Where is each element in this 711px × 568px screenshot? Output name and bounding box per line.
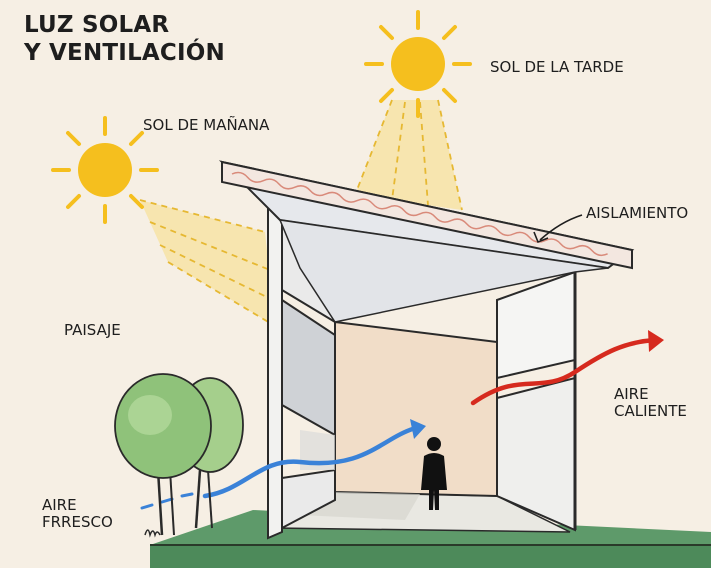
title-line-1: LUZ SOLAR [24, 12, 170, 38]
morning-sun-label: SOL DE MAÑANA [143, 116, 270, 134]
fresh-air-label-line-2: FRRESCO [42, 513, 113, 532]
afternoon-sun-rays [354, 99, 463, 211]
insulation-pointer-head [533, 231, 549, 244]
insulation-pointer [539, 214, 583, 241]
cool-air-arrow [140, 419, 426, 510]
warm-air-label-line-2: CALIENTE [614, 402, 687, 421]
warm-air-label-line-1: AIRE [614, 385, 649, 403]
title-line-2: Y VENTILACIÓN [24, 39, 225, 66]
warm-air-label: AIRE CALIENTE [614, 385, 687, 421]
tree-icon [114, 373, 244, 538]
page-title: LUZ SOLAR Y VENTILACIÓN [24, 12, 225, 67]
person-icon [421, 437, 447, 510]
fresh-air-label: AIRE FRRESCO [42, 496, 113, 532]
warm-air-arrow [470, 330, 664, 406]
morning-sun-icon [51, 116, 159, 224]
landscape-label: PAISAJE [64, 321, 121, 339]
morning-sun-rays [139, 199, 276, 327]
afternoon-sun-icon [364, 10, 472, 118]
fresh-air-label-line-1: AIRE [42, 496, 77, 514]
roof [218, 160, 635, 323]
right-wall [496, 270, 577, 532]
afternoon-sun-label: SOL DE LA TARDE [490, 58, 624, 76]
back-wall [334, 320, 498, 498]
insulation-label: AISLAMIENTO [586, 204, 689, 222]
